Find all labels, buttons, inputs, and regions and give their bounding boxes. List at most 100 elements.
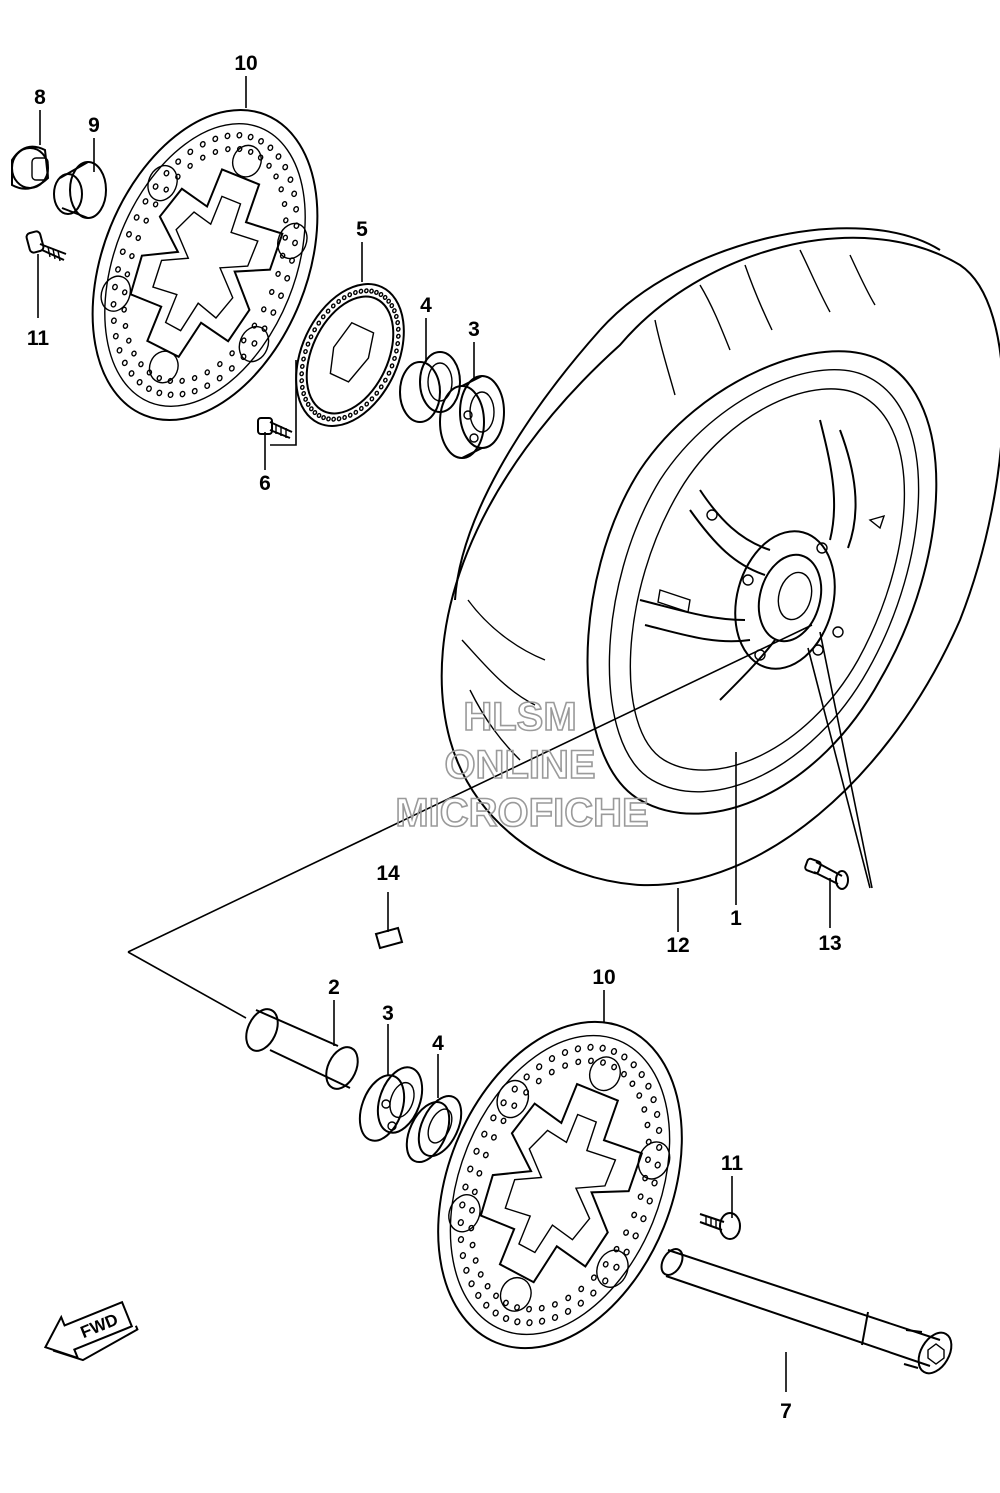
disc-drill-hole bbox=[629, 1080, 636, 1088]
disc-drill-hole bbox=[578, 1285, 585, 1293]
disc-drill-hole bbox=[267, 144, 274, 152]
disc-drill-hole bbox=[574, 1045, 582, 1053]
disc-drill-hole bbox=[646, 1197, 653, 1205]
disc-drill-hole bbox=[564, 1307, 572, 1315]
rotor-tooth bbox=[353, 289, 358, 296]
disc-drill-hole bbox=[136, 378, 143, 386]
disc-drill-hole bbox=[644, 1121, 651, 1129]
disc-drill-hole bbox=[656, 1143, 663, 1151]
disc-drill-hole bbox=[459, 1201, 466, 1209]
fwd-label: FWD bbox=[78, 1310, 121, 1342]
disc-drill-hole bbox=[551, 1313, 559, 1321]
disc-drill-hole bbox=[526, 1319, 533, 1327]
rotor-tooth bbox=[301, 390, 307, 397]
disc-drill-hole bbox=[462, 1183, 469, 1191]
rotor-tooth bbox=[389, 363, 395, 369]
disc-drill-hole bbox=[287, 176, 294, 183]
callout-4-top: 4 bbox=[420, 294, 432, 317]
rotor-tooth bbox=[358, 405, 364, 412]
disc-drill-hole bbox=[142, 198, 149, 205]
disc-drill-hole bbox=[476, 1170, 483, 1177]
callout-5: 5 bbox=[356, 218, 368, 241]
disc-drill-hole bbox=[275, 153, 282, 160]
rotor-tooth bbox=[395, 333, 401, 339]
rotor-tooth bbox=[326, 416, 331, 422]
disc-drill-hole bbox=[191, 387, 198, 395]
rotor-tooth bbox=[374, 289, 379, 295]
disc-drill-hole bbox=[500, 1099, 507, 1107]
rotor-tooth bbox=[316, 320, 322, 326]
disc-drill-hole bbox=[115, 266, 121, 273]
disc-drill-hole bbox=[175, 158, 182, 165]
rotor-tooth bbox=[301, 356, 306, 362]
rotor-tooth bbox=[389, 303, 395, 309]
rotor-tooth bbox=[299, 363, 305, 369]
disc-drill-hole bbox=[490, 1114, 497, 1122]
callout-7: 7 bbox=[780, 1400, 792, 1423]
disc-drill-hole bbox=[131, 350, 137, 357]
callout-1: 1 bbox=[730, 907, 742, 930]
rotor-tooth bbox=[316, 412, 322, 419]
disc-drill-hole bbox=[562, 1062, 569, 1069]
disc-drill-hole bbox=[467, 1165, 474, 1173]
disc-drill-hole bbox=[548, 1055, 556, 1063]
disc-drill-hole bbox=[143, 217, 149, 224]
disc-drill-hole bbox=[110, 317, 117, 325]
disc-drill-hole bbox=[156, 389, 163, 397]
disc-drill-hole bbox=[121, 289, 128, 296]
disc-drill-hole bbox=[146, 369, 153, 376]
disc-drill-hole bbox=[502, 1299, 509, 1307]
disc-drill-hole bbox=[590, 1274, 597, 1281]
disc-drill-hole bbox=[247, 148, 254, 155]
rotor-tooth bbox=[320, 314, 326, 320]
bearing-bottom bbox=[358, 1066, 424, 1142]
disc-drill-hole bbox=[638, 1071, 645, 1079]
disc-drill-hole bbox=[653, 1110, 661, 1118]
disc-drill-hole bbox=[590, 1289, 597, 1297]
rotor-tooth bbox=[308, 334, 314, 340]
disc-drill-hole bbox=[293, 205, 300, 213]
callout-13: 13 bbox=[818, 932, 841, 955]
rotor-tooth bbox=[299, 384, 305, 390]
rotor-tooth bbox=[369, 396, 375, 402]
disc-drill-hole bbox=[282, 163, 289, 171]
disc-drill-hole bbox=[621, 1053, 628, 1061]
disc-drill-hole bbox=[631, 1211, 638, 1219]
callout-3-top: 3 bbox=[468, 318, 480, 341]
disc-drill-hole bbox=[587, 1043, 594, 1051]
disc-drill-hole bbox=[163, 169, 170, 177]
disc-drill-hole bbox=[261, 306, 267, 313]
disc-drill-hole bbox=[602, 1261, 609, 1268]
disc-drill-hole bbox=[551, 1301, 558, 1308]
disc-drill-hole bbox=[620, 1070, 627, 1078]
brake-disc-top bbox=[91, 109, 319, 421]
disc-drill-hole bbox=[275, 270, 281, 277]
rotor-tooth bbox=[386, 298, 392, 304]
disc-drill-hole bbox=[611, 1063, 618, 1071]
disc-drill-hole bbox=[228, 365, 235, 372]
disc-drill-hole bbox=[116, 347, 123, 354]
rotor-tooth bbox=[378, 291, 384, 298]
disc-drill-hole bbox=[241, 337, 247, 344]
disc-drill-hole bbox=[613, 1245, 620, 1253]
disc-drill-hole bbox=[122, 322, 129, 329]
disc-drill-hole bbox=[577, 1299, 585, 1307]
rotor-tooth bbox=[299, 378, 305, 384]
disc-drill-hole bbox=[282, 234, 289, 241]
rotor-tooth bbox=[303, 348, 308, 355]
rotor-tooth bbox=[325, 308, 331, 314]
callout-9: 9 bbox=[88, 114, 100, 137]
oil-seal-bottom bbox=[405, 1095, 463, 1163]
disc-drill-hole bbox=[645, 1082, 652, 1090]
rotor-tooth bbox=[392, 355, 397, 362]
balancer-part-14 bbox=[374, 926, 404, 950]
disc-drill-hole bbox=[251, 340, 258, 347]
disc-drill-hole bbox=[477, 1271, 484, 1278]
disc-drill-hole bbox=[457, 1236, 465, 1244]
disc-drill-hole bbox=[490, 1134, 497, 1141]
watermark-line-1: HLSM bbox=[463, 695, 576, 739]
brake-disc-bottom bbox=[437, 1020, 683, 1350]
watermark: HLSM ONLINE MICROFICHE bbox=[395, 694, 650, 836]
disc-drill-hole bbox=[650, 1096, 657, 1104]
